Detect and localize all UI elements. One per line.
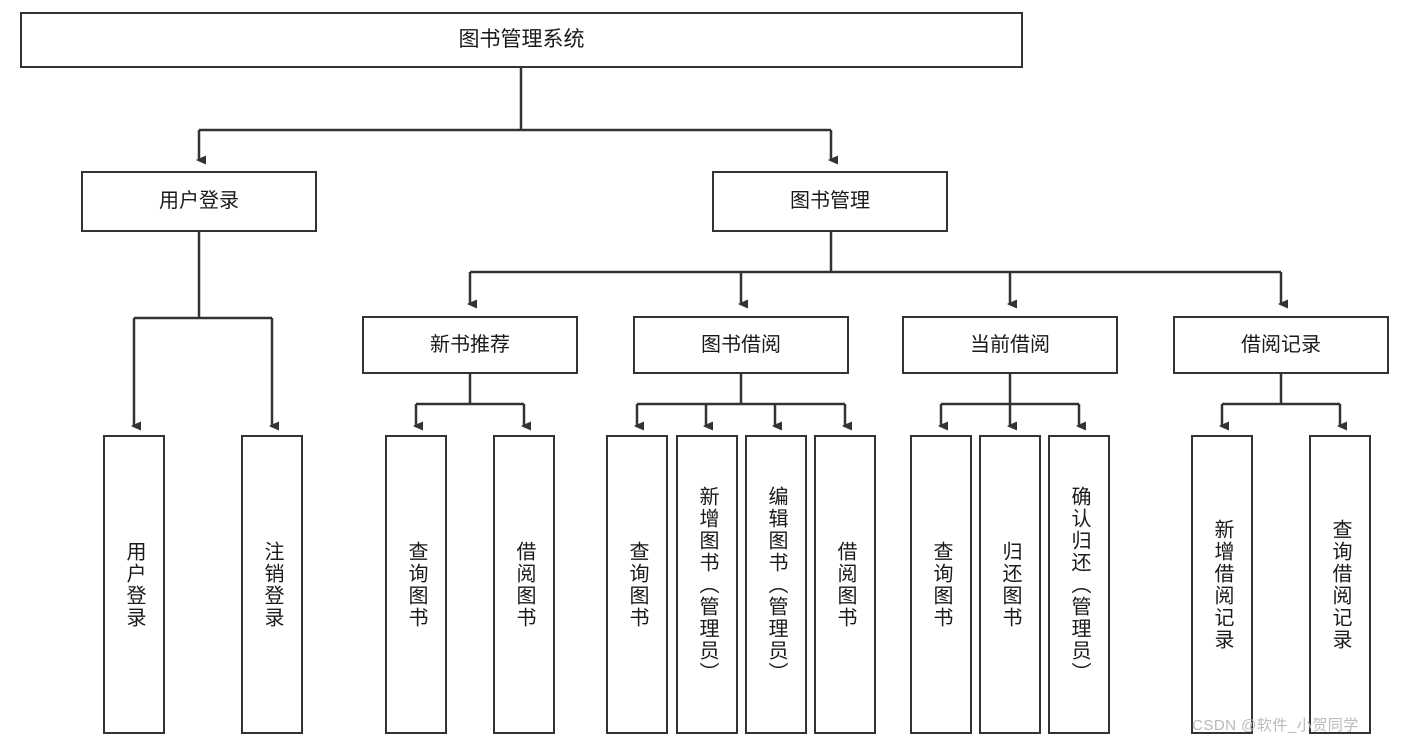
leaf-query-borrow-record[interactable]: 查询借阅记录 [1309,435,1371,734]
node-book-management[interactable]: 图书管理 [712,171,948,232]
leaf-query-book-newbook[interactable]: 查询图书 [385,435,447,734]
leaf-query-book-borrow[interactable]: 查询图书 [606,435,668,734]
node-label: 借阅图书 [513,540,535,629]
leaf-edit-book-admin[interactable]: 编辑图书（管理员） [745,435,807,734]
leaf-add-borrow-record[interactable]: 新增借阅记录 [1191,435,1253,734]
leaf-query-book-current[interactable]: 查询图书 [910,435,972,734]
node-new-book-recommendation[interactable]: 新书推荐 [362,316,578,374]
leaf-user-login[interactable]: 用户登录 [103,435,165,734]
node-label: 图书管理系统 [458,27,585,51]
node-label: 查询借阅记录 [1329,518,1351,651]
node-label: 查询图书 [405,540,427,629]
node-label: 新书推荐 [430,333,510,356]
node-book-borrow[interactable]: 图书借阅 [633,316,849,374]
node-label: 图书管理 [790,190,870,212]
node-label: 当前借阅 [970,333,1050,356]
leaf-add-book-admin[interactable]: 新增图书（管理员） [676,435,738,734]
node-label: 借阅记录 [1241,333,1321,356]
node-label: 查询图书 [930,540,952,629]
watermark: CSDN @软件_小贺同学 [1192,717,1359,734]
node-label: 归还图书 [999,540,1021,629]
node-root-book-management-system[interactable]: 图书管理系统 [20,12,1023,68]
leaf-logout-login[interactable]: 注销登录 [241,435,303,734]
node-label: 用户登录 [159,190,239,212]
leaf-confirm-return-admin[interactable]: 确认归还（管理员） [1048,435,1110,734]
leaf-borrow-book-borrow[interactable]: 借阅图书 [814,435,876,734]
node-borrow-record[interactable]: 借阅记录 [1173,316,1389,374]
node-label: 查询图书 [626,540,648,629]
node-label: 注销登录 [261,540,283,629]
node-label: 借阅图书 [834,540,856,629]
node-label: 图书借阅 [701,333,781,356]
node-label: 确认归还（管理员） [1068,485,1090,684]
node-user-login[interactable]: 用户登录 [81,171,317,232]
node-current-borrow[interactable]: 当前借阅 [902,316,1118,374]
node-label: 用户登录 [123,540,145,629]
node-label: 新增借阅记录 [1211,518,1233,651]
leaf-borrow-book-newbook[interactable]: 借阅图书 [493,435,555,734]
leaf-return-book[interactable]: 归还图书 [979,435,1041,734]
node-label: 新增图书（管理员） [696,485,718,684]
node-label: 编辑图书（管理员） [765,485,787,684]
